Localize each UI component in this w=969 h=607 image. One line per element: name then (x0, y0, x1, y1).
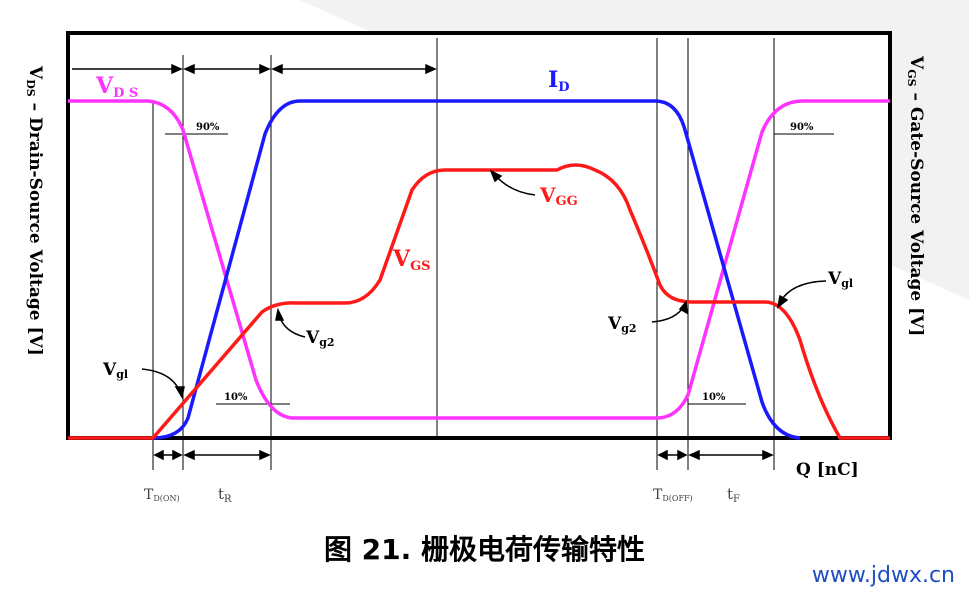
percent-ticks (165, 133, 834, 405)
td-off-label: TD(OFF) (653, 487, 693, 503)
arrow-head (183, 449, 195, 461)
arrow-head (183, 63, 195, 75)
vg1-right-label: Vgl (827, 269, 853, 290)
arrow-head (677, 449, 688, 461)
vgs-label-main: V (392, 246, 411, 272)
pct90-right-label: 90% (790, 122, 814, 133)
vgg-label-sub: GG (556, 194, 578, 209)
vg2-left-label: Vg2 (305, 328, 335, 349)
annotation-leaders (141, 169, 827, 400)
vgg-arrowhead (489, 169, 503, 183)
tr-label: tR (218, 485, 232, 505)
vds-label-sub: D S (113, 86, 138, 101)
td-on-label: TD(ON) (144, 487, 180, 503)
vgg-label: VGG (539, 183, 578, 209)
vgs-curve (68, 163, 890, 440)
right-axis-title: VGS – Gate-Source Voltage [V] (905, 55, 926, 336)
left-axis-title: VDS – Drain-Source Voltage [V] (24, 65, 45, 356)
id-label: ID (548, 67, 570, 95)
vds-label: VD S (95, 73, 138, 101)
vgs-label-sub: GS (410, 259, 431, 274)
figure-caption: 图 21. 栅极电荷传输特性 (323, 533, 646, 566)
id-curve (152, 99, 801, 440)
arrow-head (425, 63, 437, 75)
vgg-label-main: V (539, 183, 556, 207)
arrow-head (172, 449, 183, 461)
vds-curve (68, 99, 890, 420)
bottom-interval-arrows (153, 449, 774, 461)
pct90-left-label: 90% (196, 122, 220, 133)
id-label-sub: D (558, 80, 569, 95)
vg2-right-arrowhead (678, 300, 688, 315)
vg1-left-arrowhead (174, 386, 185, 400)
arrow-head (657, 449, 668, 461)
arrow-head (259, 63, 271, 75)
id-label-main: I (548, 67, 558, 93)
arrow-head (762, 449, 774, 461)
arrow-head (171, 63, 183, 75)
arrow-head (271, 63, 283, 75)
top-interval-arrows (72, 63, 437, 75)
vg1-right-arrowhead (776, 294, 789, 309)
tf-label: tF (727, 485, 740, 505)
q-axis-label: Q [nC] (796, 460, 859, 480)
vg2-right-label: Vg2 (607, 314, 637, 335)
vg1-left-label: Vgl (102, 360, 128, 381)
plot-frame (66, 31, 892, 440)
pct10-right-label: 10% (702, 392, 726, 403)
vg2-left-arrowhead (275, 307, 285, 321)
arrow-head (688, 449, 700, 461)
vds-label-main: V (95, 73, 114, 99)
watermark-text: www.jdwx.cn (811, 563, 955, 588)
pct10-left-label: 10% (224, 392, 248, 403)
arrow-head (259, 449, 271, 461)
arrow-head (153, 449, 164, 461)
vgs-label: VGS (392, 246, 431, 274)
